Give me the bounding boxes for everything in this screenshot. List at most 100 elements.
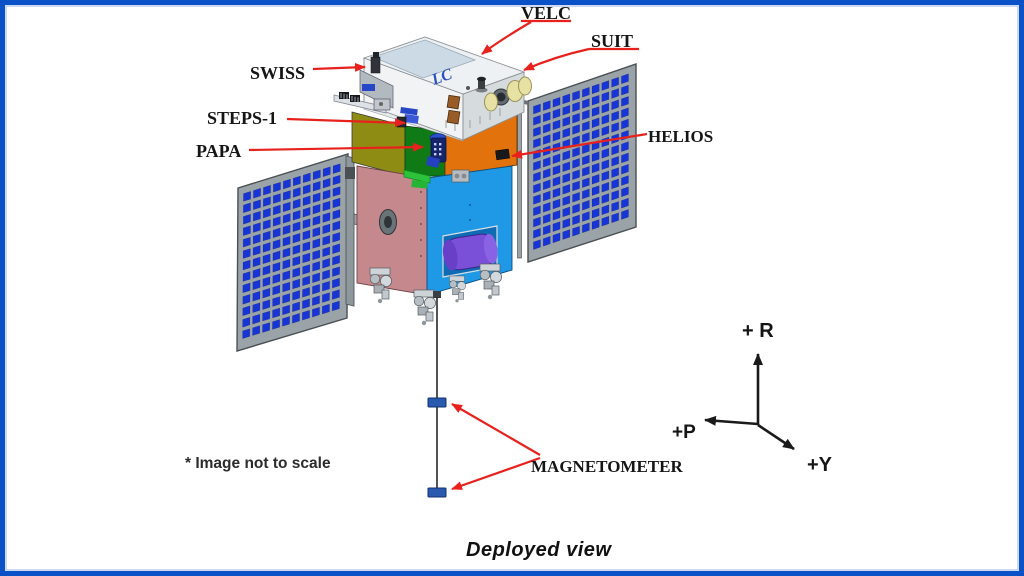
solar-cell xyxy=(543,224,551,236)
solar-cell xyxy=(322,166,331,177)
solar-cell xyxy=(302,195,311,206)
swiss-instrument-head xyxy=(373,52,379,58)
solar-cell xyxy=(543,190,551,202)
solar-cell xyxy=(322,280,330,292)
solar-cell xyxy=(272,216,281,227)
top-stub-cap xyxy=(477,76,486,82)
solar-cell xyxy=(302,309,310,321)
solar-cell xyxy=(292,210,301,221)
solar-cell xyxy=(332,243,340,254)
top-face-detail xyxy=(466,86,470,90)
side-shelf xyxy=(333,94,387,114)
solar-cell xyxy=(252,222,261,233)
solar-cell xyxy=(262,322,271,333)
solar-cell xyxy=(292,255,301,267)
solar-cell xyxy=(312,203,321,215)
solar-cell xyxy=(562,195,571,206)
solar-cell xyxy=(302,298,310,309)
solar-cell xyxy=(543,179,551,190)
solar-cell xyxy=(552,119,561,131)
solar-cell xyxy=(262,310,271,322)
solar-cell xyxy=(292,232,301,244)
left-solar-panel-cells xyxy=(242,163,341,339)
solar-cell xyxy=(611,88,619,99)
solar-cell xyxy=(611,189,619,201)
solar-cell xyxy=(601,114,610,125)
solar-cell xyxy=(572,124,580,135)
solar-cell xyxy=(562,217,571,229)
solar-cell xyxy=(552,198,561,210)
right-solar-panel xyxy=(527,63,637,263)
solar-cell xyxy=(582,86,590,98)
solar-cell xyxy=(262,196,271,207)
yoke-strip xyxy=(345,155,355,307)
solar-cell xyxy=(332,220,341,232)
top-edge-unit-detail xyxy=(461,173,467,179)
solar-cell xyxy=(572,225,580,237)
solar-cell xyxy=(572,146,580,158)
solar-cell xyxy=(312,261,320,272)
solar-cell xyxy=(272,250,281,261)
solar-cell xyxy=(562,127,571,139)
solar-cell xyxy=(242,248,251,259)
solar-cell xyxy=(292,198,301,210)
solar-cell xyxy=(322,212,331,223)
solar-cell xyxy=(272,273,281,284)
solar-cell xyxy=(252,313,261,325)
steps1-leader xyxy=(286,117,406,128)
solar-cell xyxy=(601,170,610,182)
solar-cell xyxy=(243,202,251,213)
solar-cell xyxy=(332,254,340,266)
solar-cell xyxy=(621,152,629,164)
solar-cell xyxy=(312,181,321,192)
solar-cell xyxy=(552,108,561,119)
solar-cell xyxy=(582,222,590,234)
solar-cell xyxy=(312,215,321,226)
solar-cell xyxy=(252,279,261,291)
solar-cell xyxy=(292,301,300,313)
solar-cell xyxy=(611,167,619,178)
solar-cell xyxy=(322,292,330,303)
solar-cell xyxy=(552,221,561,232)
solar-cell xyxy=(601,148,610,159)
label-magnetometer: MAGNETOMETER xyxy=(531,457,683,476)
solar-cell xyxy=(332,300,340,312)
magnetometer-leader-upper xyxy=(451,403,541,456)
solar-cell xyxy=(533,171,541,183)
solar-cell xyxy=(252,256,261,268)
solar-cell xyxy=(312,284,320,295)
label-steps1: STEPS-1 xyxy=(207,108,277,128)
magnetometer-leader-lower xyxy=(451,456,541,491)
solar-cell xyxy=(552,210,561,221)
solar-cell xyxy=(591,83,600,95)
solar-cell xyxy=(312,249,321,261)
top-edge-unit-detail xyxy=(454,173,460,179)
solar-cell xyxy=(321,303,330,315)
support-wedge xyxy=(359,69,394,109)
solar-cell xyxy=(601,102,610,114)
solar-cell xyxy=(312,192,321,203)
axis-label-y: +Y xyxy=(807,454,833,476)
solar-cell xyxy=(243,214,251,225)
right-panel-strip xyxy=(517,107,522,259)
steps1-instrument xyxy=(400,107,418,116)
solar-cell xyxy=(332,277,340,289)
solar-cell xyxy=(601,159,610,170)
boom-root xyxy=(433,291,441,298)
solar-cell xyxy=(273,193,281,204)
separation-mechanism xyxy=(413,289,437,326)
label-suit: SUIT xyxy=(591,31,633,51)
solar-cell xyxy=(302,207,311,218)
solar-cell xyxy=(572,101,580,113)
solar-cell xyxy=(611,156,619,167)
solar-cell xyxy=(582,98,590,109)
solar-cell xyxy=(582,154,590,166)
solar-cell xyxy=(533,103,541,115)
solar-cell xyxy=(252,233,261,245)
solar-cell xyxy=(543,100,551,111)
solar-cell xyxy=(621,96,629,107)
box-top-lid xyxy=(371,39,477,79)
solar-cell xyxy=(242,305,251,316)
solar-cell xyxy=(272,227,281,239)
solar-cell xyxy=(282,236,291,247)
